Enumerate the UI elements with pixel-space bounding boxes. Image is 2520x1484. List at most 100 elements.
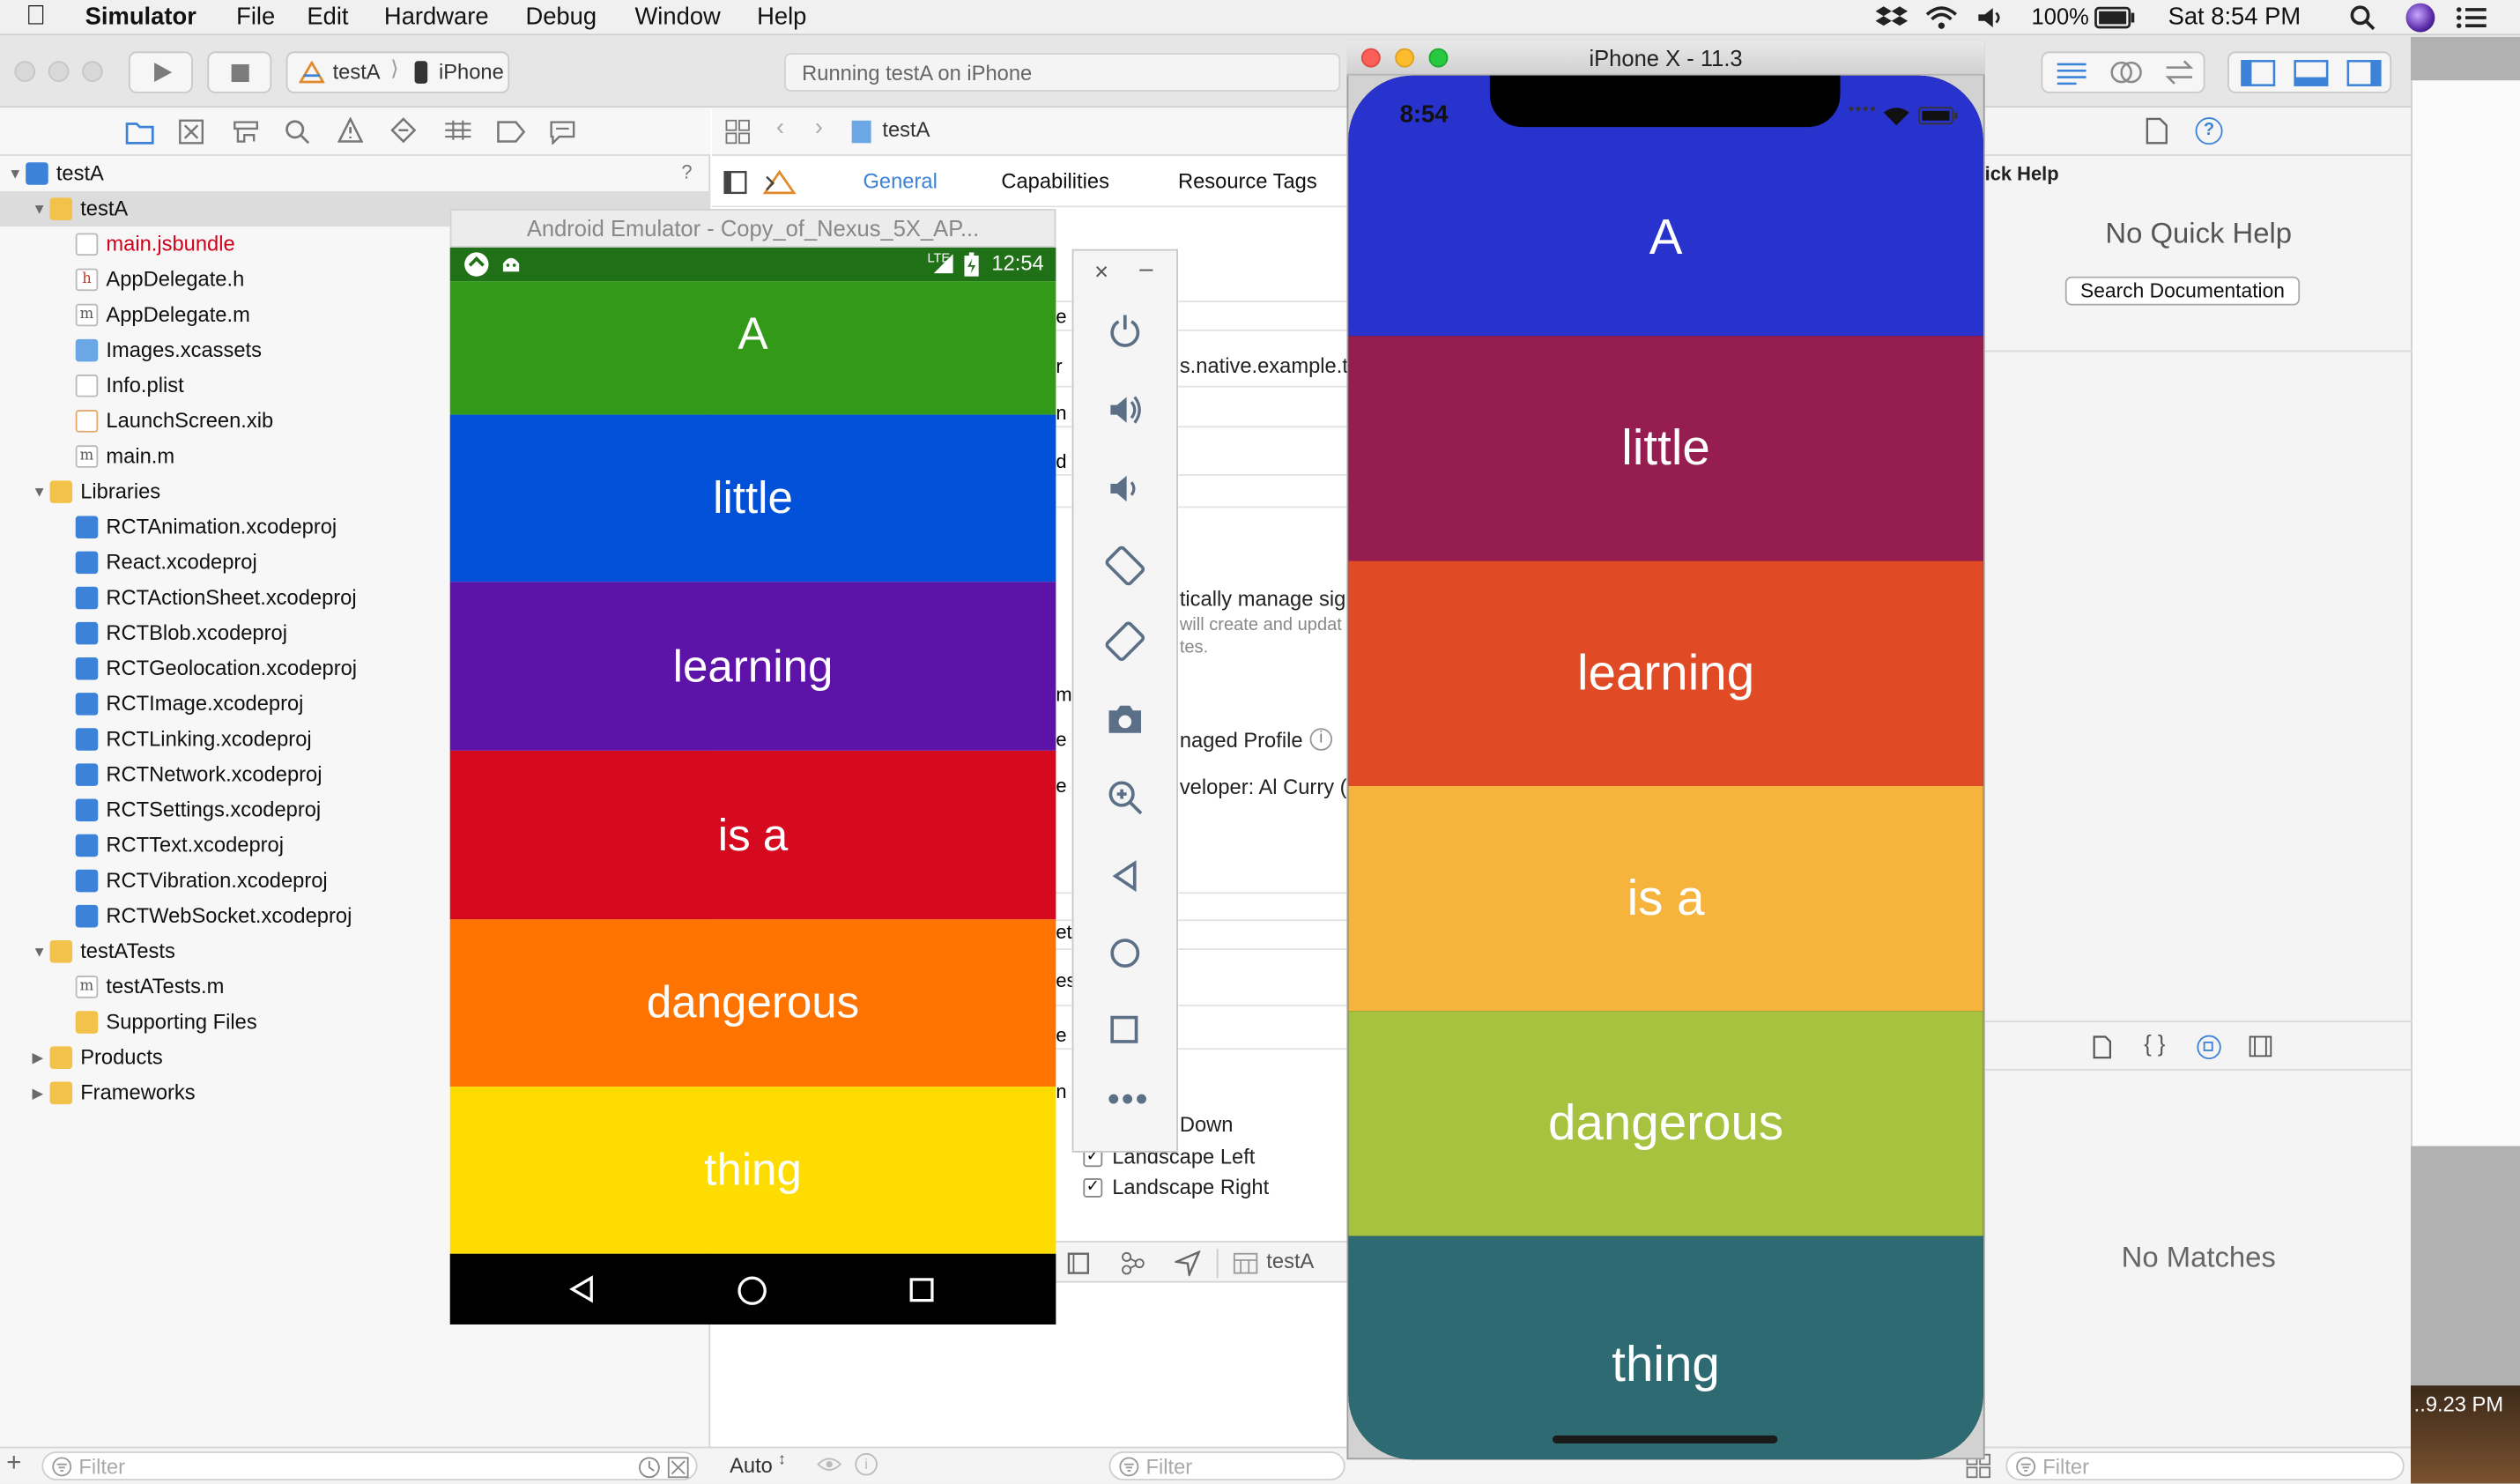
dropbox-icon[interactable] [1875,4,1909,30]
tree-row[interactable]: ▶RCTBlob.xcodeproj [0,616,710,651]
disclosure-closed-icon[interactable]: ▶ [32,1085,44,1102]
disclosure-closed-icon[interactable]: ▶ [32,1050,44,1066]
report-navigator-icon[interactable] [550,119,575,145]
file-template-library-icon[interactable] [2093,1035,2112,1059]
tree-row[interactable]: ▶RCTSettings.xcodeproj [0,792,710,827]
stop-button[interactable] [207,51,272,93]
notification-center-icon[interactable] [2456,4,2487,30]
volume-down-icon[interactable] [1108,471,1143,506]
android-back-button[interactable] [567,1274,597,1303]
tree-row[interactable]: ▶React.xcodeproj [0,545,710,580]
object-library-icon[interactable] [2197,1035,2221,1060]
window-close-button[interactable] [14,61,36,83]
siri-icon[interactable] [2405,3,2435,33]
tree-row[interactable]: main.jsbundle [0,226,710,262]
editor-mode-segment[interactable] [2041,51,2205,93]
disclosure-open-icon[interactable]: ▼ [32,201,47,218]
tree-row[interactable]: ▶RCTAnimation.xcodeproj [0,509,710,545]
minimize-icon[interactable]: – [1139,256,1153,284]
home-indicator[interactable] [1552,1435,1778,1443]
ios-window-zoom-button[interactable] [1428,48,1449,68]
search-documentation-button[interactable]: Search Documentation [2064,276,2301,306]
disclosure-open-icon[interactable]: ▼ [8,165,23,182]
view-toggle-segment[interactable] [2227,51,2392,93]
debug-process-name[interactable]: testA [1266,1249,1315,1273]
tree-row[interactable]: ▶RCTLinking.xcodeproj [0,722,710,757]
breadcrumb[interactable]: testA [882,117,930,142]
tree-row[interactable]: Info.plist [0,368,710,404]
tree-row[interactable]: ▼testA [0,191,710,226]
tree-row[interactable]: ▶Products [0,1040,710,1075]
battery-icon[interactable] [2094,6,2136,29]
window-minimize-button[interactable] [48,61,70,83]
menu-file[interactable]: File [236,3,276,31]
tree-row[interactable]: ▶RCTText.xcodeproj [0,827,710,863]
camera-icon[interactable] [1106,701,1145,736]
media-library-icon[interactable] [2249,1035,2274,1059]
menubar-clock[interactable]: Sat 8:54 PM [2168,3,2301,31]
menu-debug[interactable]: Debug [525,3,597,31]
code-snippet-library-icon[interactable]: { } [2144,1030,2166,1057]
symbol-navigator-icon[interactable] [232,119,261,145]
back-icon[interactable] [1109,860,1141,893]
tree-row[interactable]: LaunchScreen.xib [0,404,710,439]
home-icon[interactable] [1108,936,1143,971]
tree-row[interactable]: ▶RCTVibration.xcodeproj [0,863,710,898]
tree-row[interactable]: ▶RCTNetwork.xcodeproj [0,757,710,792]
android-recents-button[interactable] [909,1278,935,1303]
file-inspector-icon[interactable] [2146,117,2168,145]
volume-up-icon[interactable] [1108,392,1146,427]
tab-resource-tags[interactable]: Resource Tags [1177,168,1317,193]
menu-window[interactable]: Window [634,3,721,31]
back-arrow-icon[interactable]: ‹ [775,114,785,142]
tree-row[interactable]: ▶Frameworks [0,1075,710,1110]
show-target-list-icon[interactable] [723,170,749,196]
menu-help[interactable]: Help [757,3,807,31]
info-icon[interactable]: i [855,1452,878,1476]
tree-row[interactable]: ▶RCTWebSocket.xcodeproj [0,899,710,934]
disclosure-open-icon[interactable]: ▼ [32,943,47,960]
breakpoint-navigator-icon[interactable] [497,121,526,144]
help-mark[interactable]: ? [681,160,693,183]
tab-capabilities[interactable]: Capabilities [1001,168,1109,193]
tree-row[interactable]: ▶Supporting Files [0,1005,710,1040]
source-control-filter-icon[interactable] [667,1457,690,1480]
find-navigator-icon[interactable] [285,119,310,145]
tree-row[interactable]: ▼Libraries [0,474,710,509]
tree-row[interactable]: ▼testATests [0,934,710,969]
rotate-right-icon[interactable] [1102,619,1147,664]
eye-icon[interactable] [817,1453,842,1476]
overview-icon[interactable] [1109,1014,1141,1046]
ios-window-minimize-button[interactable] [1395,48,1415,68]
menu-app-name[interactable]: Simulator [85,3,196,31]
quick-help-icon[interactable]: ? [2195,117,2223,145]
wifi-icon[interactable] [1925,4,1958,30]
forward-arrow-icon[interactable]: › [814,114,823,142]
landscape-right-checkbox[interactable]: ✓ [1083,1177,1103,1198]
zoom-icon[interactable] [1106,778,1145,817]
close-icon[interactable]: × [1094,258,1109,286]
memory-graph-icon[interactable] [1120,1250,1145,1276]
bundle-identifier-fragment[interactable]: s.native.example.t [1179,353,1348,378]
auto-variables-selector[interactable]: Auto [730,1452,773,1478]
power-icon[interactable] [1108,314,1143,349]
ios-simulator-title-bar[interactable]: iPhone X - 11.3 [1346,40,1985,76]
rotate-left-icon[interactable] [1102,544,1147,589]
project-navigator-icon[interactable] [125,119,154,145]
debug-navigator-icon[interactable] [443,119,472,145]
android-emulator-title-bar[interactable]: Android Emulator - Copy_of_Nexus_5X_AP..… [449,209,1056,248]
android-home-button[interactable] [736,1274,767,1306]
more-icon[interactable]: ••• [1107,1078,1150,1119]
recent-files-icon[interactable] [638,1457,661,1480]
library-filter-input[interactable]: Filter [2005,1451,2405,1480]
info-icon[interactable]: i [1309,728,1333,751]
ios-window-close-button[interactable] [1360,48,1381,68]
volume-icon[interactable] [1975,4,2007,30]
window-zoom-button[interactable] [82,61,103,83]
menu-hardware[interactable]: Hardware [383,3,489,31]
tree-row[interactable]: Images.xcassets [0,333,710,368]
menu-edit[interactable]: Edit [307,3,349,31]
simulate-location-icon[interactable] [1175,1250,1201,1277]
